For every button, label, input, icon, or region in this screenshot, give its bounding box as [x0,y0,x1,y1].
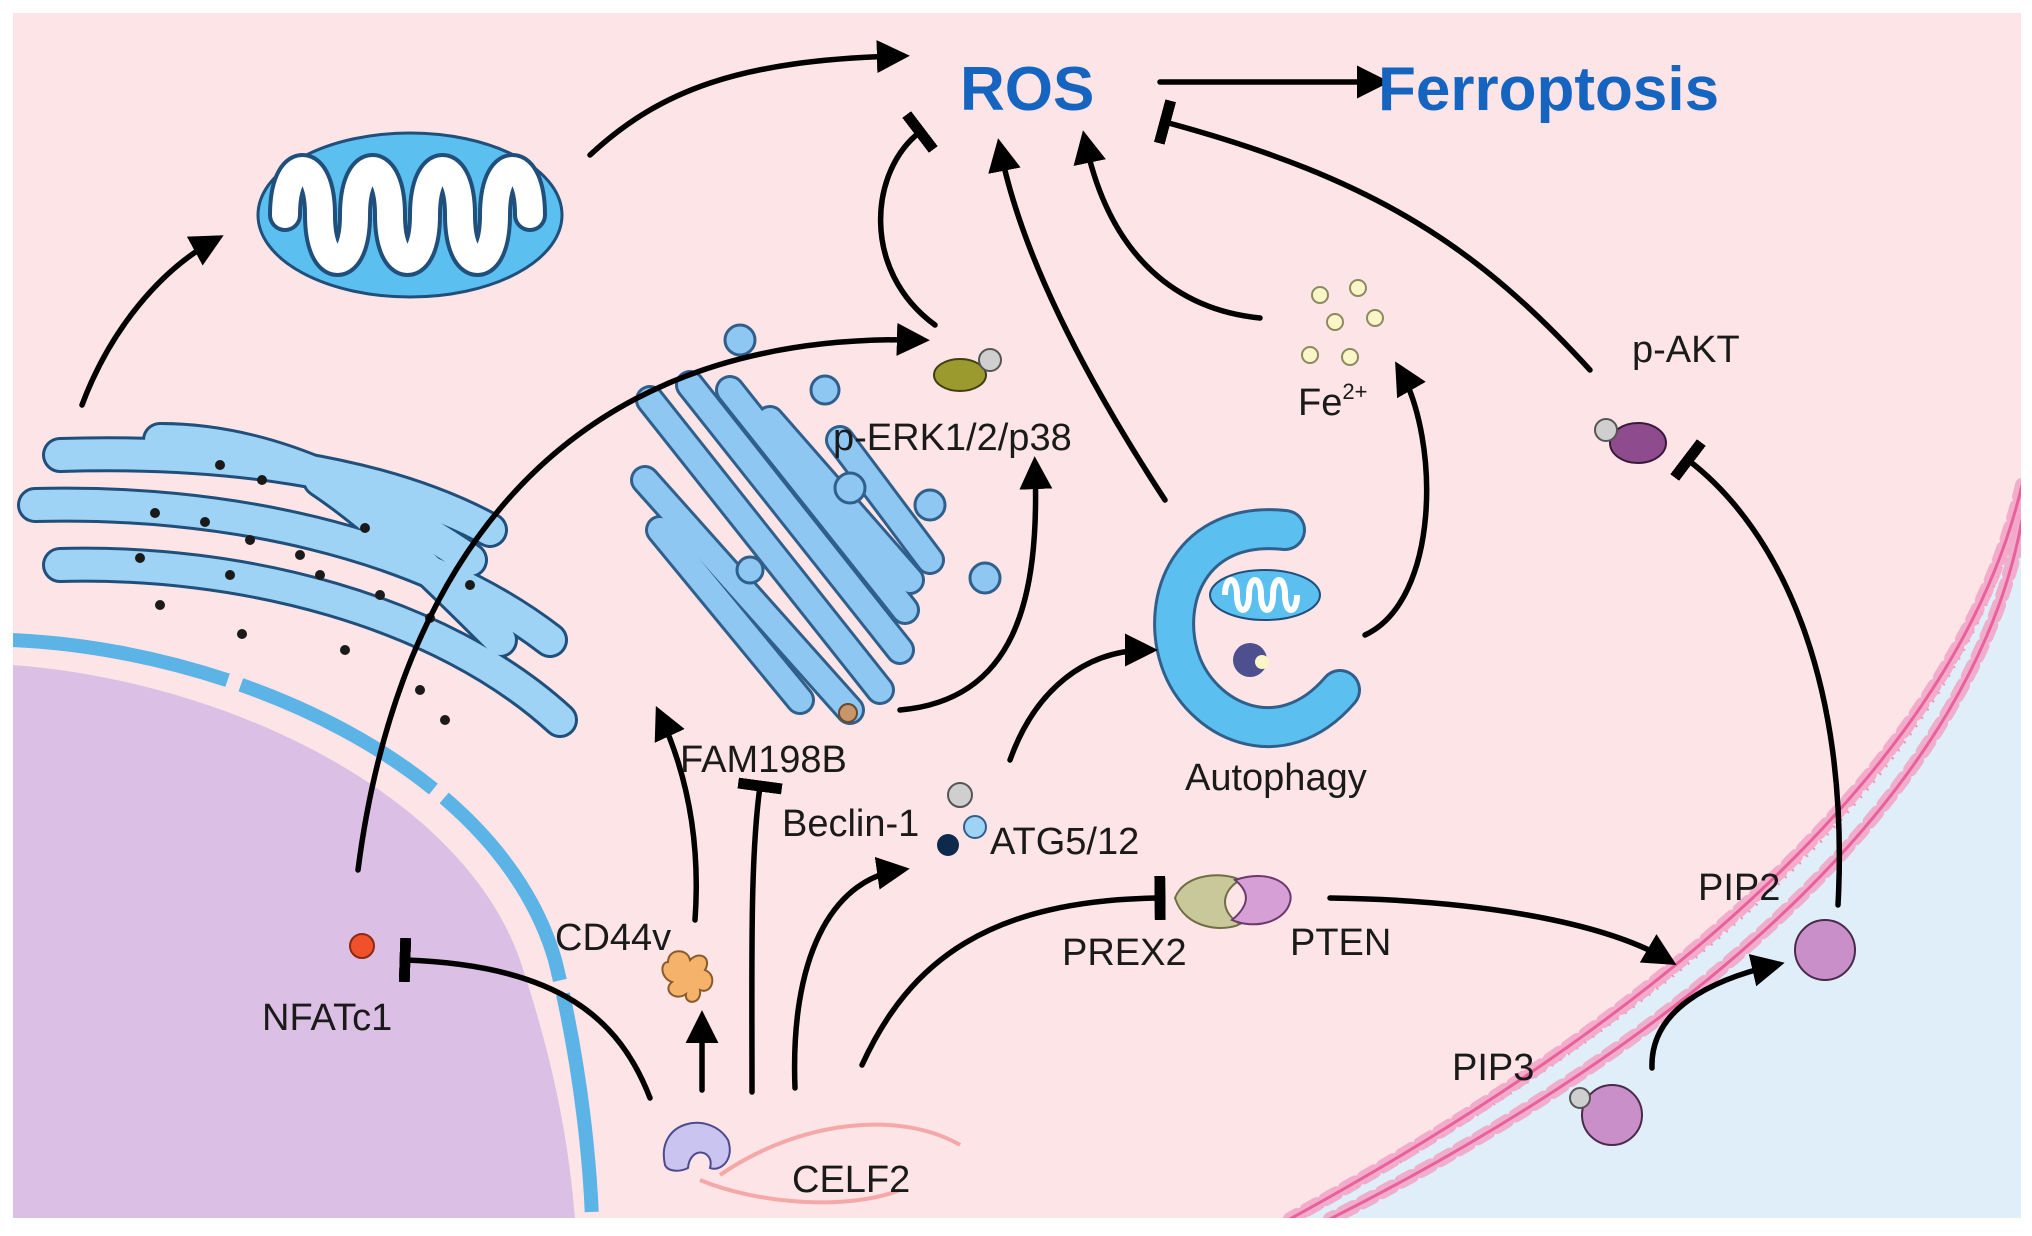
nucleus-icon [12,665,575,1219]
pakt-protein-icon [1594,418,1667,464]
cd44v-protein-icon [661,950,714,1003]
celf2-protein-icon [662,1121,731,1172]
celf2-label: CELF2 [792,1159,910,1201]
endoplasmic-reticulum-icon [17,422,578,738]
nfatc1-label: NFATc1 [262,997,392,1039]
autophagosome-icon [1153,508,1361,749]
iron-ions-icon [1301,279,1384,366]
pten-label: PTEN [1290,922,1391,964]
pakt-label: p-AKT [1632,329,1740,371]
pathway-arrows [79,40,1843,1101]
cell-membrane-icon [1283,478,2022,1219]
mitochondrion-icon [256,131,564,299]
pip2-label: PIP2 [1698,867,1780,909]
perk-protein-icon [933,348,1002,392]
autophagy-label: Autophagy [1185,757,1367,799]
atg512-label: ATG5/12 [990,821,1139,863]
pip2-molecule-icon [1794,919,1856,981]
fe2-label: Fe2+ [1298,379,1367,424]
nuclear-envelope [12,633,599,1219]
pip3-label: PIP3 [1452,1047,1534,1089]
ros-label: ROS [960,55,1094,124]
golgi-apparatus-icon [630,323,1002,725]
cd44v-label: CD44v [555,917,671,959]
pip3-molecule-icon [1569,1084,1643,1146]
nfatc1-protein-icon [349,933,375,959]
fam198b-label: FAM198B [680,739,847,781]
ferroptosis-label: Ferroptosis [1378,55,1719,124]
prex2-label: PREX2 [1062,932,1187,974]
beclin-atg-complex-icon [937,782,987,856]
perk-label: p-ERK1/2/p38 [833,417,1072,459]
prex2-pten-complex-icon [1173,874,1292,929]
extracellular-space [1300,500,2022,1219]
beclin1-label: Beclin-1 [782,803,919,845]
mrna-strand [699,1122,962,1205]
